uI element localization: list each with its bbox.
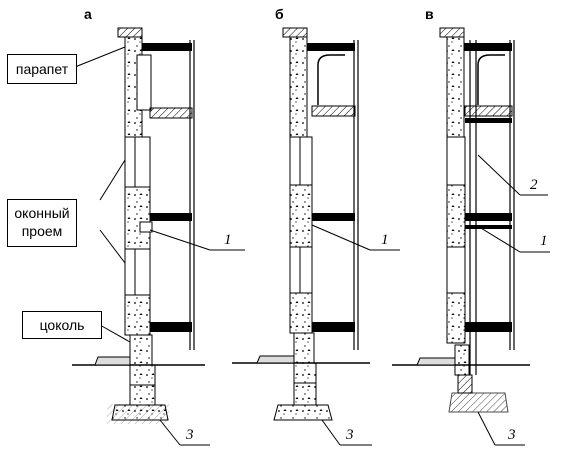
plinth-b	[293, 332, 315, 364]
wall-panel-b2	[289, 184, 313, 248]
floor-slab-a3	[150, 322, 192, 332]
plinth-a	[129, 334, 153, 366]
callout-3-b: 3	[346, 427, 354, 443]
callout-3-a: 3	[186, 427, 194, 443]
callout-1-v: 1	[540, 233, 548, 249]
plinth-label: цоколь	[22, 311, 102, 339]
footing-v	[448, 392, 509, 413]
footing-b	[273, 404, 333, 421]
floor-slab-v2	[465, 213, 512, 221]
wall-panel-a3	[124, 294, 151, 336]
floor-slab-v3	[465, 322, 512, 332]
callout-1-a: 1	[224, 232, 232, 248]
floor-slab-b3	[312, 322, 355, 332]
callout-2-v: 2	[530, 177, 538, 193]
floor-slab-b1	[307, 43, 355, 51]
window-opening-label-line1: оконный	[14, 205, 70, 221]
window-opening-a2	[124, 248, 151, 296]
section-b	[232, 27, 400, 446]
panel-letter-v: в	[425, 6, 434, 22]
parapet-label: парапет	[7, 54, 77, 84]
floor-slab-v1	[464, 43, 512, 51]
section-a	[72, 27, 245, 446]
plinth-v	[454, 344, 470, 376]
wall-panel-b3	[289, 292, 313, 334]
callout-3-v: 3	[508, 427, 516, 443]
wall-panel-v2	[446, 184, 466, 248]
parapet-coping-b	[282, 27, 308, 38]
floor-slab-b2	[312, 213, 355, 221]
panel-letter-b: б	[275, 6, 284, 22]
wall-panel-v3	[446, 292, 466, 344]
window-opening-label: оконный проем	[7, 199, 77, 247]
parapet-panel-b	[289, 36, 308, 138]
window-opening-a1	[124, 136, 151, 188]
window-opening-label-line2: проем	[21, 223, 63, 239]
parapet-coping-a	[117, 27, 143, 38]
floor-slab-a1	[142, 43, 192, 51]
wall-panel-a2	[124, 186, 151, 250]
callout-1-b: 1	[381, 232, 389, 248]
floor-slab-a2	[150, 213, 192, 221]
section-v	[392, 27, 550, 446]
panel-letter-a: а	[84, 6, 92, 22]
parapet-panel-v	[446, 36, 465, 138]
parapet-coping-v	[439, 27, 465, 38]
